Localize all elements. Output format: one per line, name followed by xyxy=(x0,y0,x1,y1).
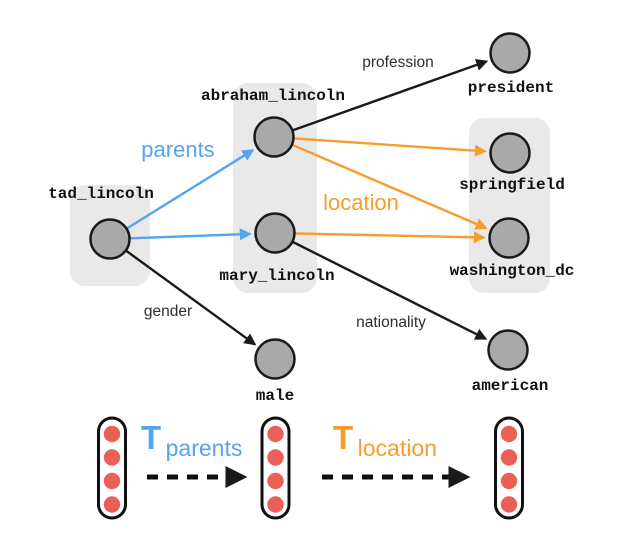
vector-pill xyxy=(97,416,127,520)
vector-dot xyxy=(267,496,284,513)
vector-dot xyxy=(103,472,121,490)
node-label-president: president xyxy=(468,79,554,97)
embedding-vector-1 xyxy=(97,416,127,520)
node-mary-lincoln xyxy=(254,212,296,254)
edge-parents-tad-mary xyxy=(129,228,252,241)
node-abraham-lincoln xyxy=(253,116,295,158)
edge-location-abraham-springfield xyxy=(293,137,487,157)
edge-parents-tad-abraham xyxy=(126,149,255,230)
embedding-vector-3 xyxy=(494,416,524,520)
t-subscript-parents: parents xyxy=(166,435,243,461)
node-label-tad-lincoln: tad_lincoln xyxy=(48,185,154,203)
t-symbol-parents: T xyxy=(141,419,161,456)
vector-dot xyxy=(267,449,284,466)
vector-dot xyxy=(500,496,518,513)
node-label-abraham-lincoln: abraham_lincoln xyxy=(201,87,345,105)
edge-location-abraham-washington xyxy=(291,143,488,230)
transform-label-location: T location xyxy=(333,419,437,461)
vector-dot xyxy=(267,472,284,490)
t-symbol-location: T xyxy=(333,419,353,456)
vector-dot xyxy=(103,496,121,513)
node-president xyxy=(489,32,531,74)
vector-dot xyxy=(500,449,518,466)
node-label-washington-dc: washington_dc xyxy=(450,262,575,280)
edge-label-parents: parents xyxy=(141,137,214,162)
t-subscript-location: location xyxy=(358,435,437,461)
vector-dot xyxy=(103,425,121,443)
vector-dot xyxy=(267,425,284,443)
node-label-american: american xyxy=(472,377,549,395)
group-box-locations xyxy=(469,118,550,293)
node-label-springfield: springfield xyxy=(459,176,565,194)
vector-dot xyxy=(500,472,518,490)
node-washington-dc xyxy=(488,217,530,259)
edge-gender-tad-male xyxy=(125,249,257,346)
edge-nationality-mary-american xyxy=(292,240,488,340)
edge-profession-abraham-president xyxy=(292,59,489,132)
edge-location-mary-washington xyxy=(294,231,486,244)
node-label-male: male xyxy=(256,387,294,405)
vector-dot xyxy=(500,425,518,443)
edge-label-gender: gender xyxy=(144,303,192,320)
vector-dot xyxy=(103,449,121,466)
node-label-mary-lincoln: mary_lincoln xyxy=(219,267,334,285)
node-american xyxy=(487,329,529,371)
edge-label-nationality: nationality xyxy=(356,314,426,331)
edge-label-profession: profession xyxy=(362,54,434,71)
vector-pill xyxy=(494,416,524,520)
node-springfield xyxy=(489,132,531,174)
node-tad-lincoln xyxy=(89,218,131,260)
vector-pill xyxy=(260,416,291,520)
edge-label-location: location xyxy=(323,190,399,215)
embedding-vector-2 xyxy=(260,416,291,520)
node-male xyxy=(254,338,296,380)
group-box-parents xyxy=(233,83,317,293)
transform-label-parents: T parents xyxy=(141,419,242,461)
